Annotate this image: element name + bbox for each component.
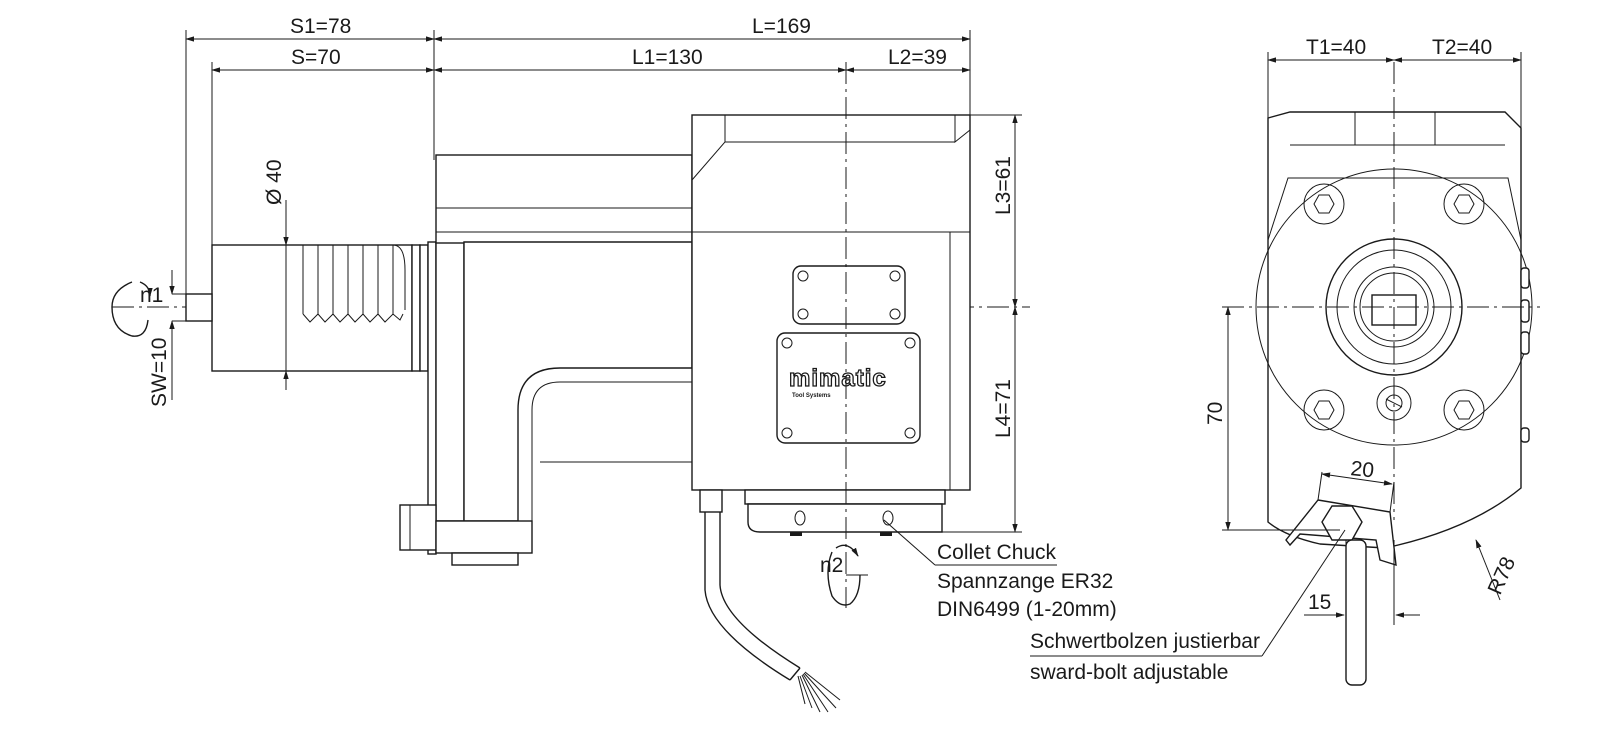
- dim-l1: L1=130: [632, 46, 703, 69]
- rotation-n2-icon: [827, 551, 861, 606]
- dim-l4: L4=71: [992, 379, 1015, 438]
- shank-body: [211, 244, 413, 372]
- collet-callout-line-2: Spannzange ER32: [937, 570, 1113, 593]
- brand-tagline: Tool Systems: [792, 393, 831, 399]
- hose-line-b: [719, 512, 801, 669]
- hose-fitting: [699, 489, 723, 513]
- dim-l: L=169: [752, 15, 811, 38]
- label-n2: n2: [820, 554, 843, 577]
- hose-line-a: [704, 512, 791, 681]
- collet-callout-line-3: DIN6499 (1-20mm): [937, 598, 1117, 621]
- brand-logo-text: mimatic: [789, 365, 887, 392]
- collet-leader: [883, 519, 936, 566]
- dim-15: 15: [1308, 591, 1331, 614]
- sword-bolt-shaft: [1345, 539, 1367, 686]
- dim-r78: R78: [1484, 553, 1521, 598]
- bolt-callout-line-1: Schwertbolzen justierbar: [1030, 630, 1260, 653]
- cover-plate-small: [792, 265, 906, 325]
- shank-collar-1: [411, 244, 421, 372]
- hose-wire-ends: [797, 671, 841, 713]
- front-view: T1=40 T2=40 70 20 15 R78 Schwertbolzen j…: [1030, 36, 1540, 686]
- housing-foot-lip: [451, 552, 519, 566]
- dim-t1: T1=40: [1306, 36, 1366, 59]
- upper-housing: [435, 154, 693, 244]
- bolt-leader: [1261, 529, 1346, 657]
- bolt-callout-line-2: sward-bolt adjustable: [1030, 661, 1228, 684]
- collet-nut: [747, 503, 943, 533]
- flange-plate: [435, 241, 465, 522]
- dim-l2: L2=39: [888, 46, 947, 69]
- dim-70: 70: [1204, 402, 1227, 425]
- locking-block: [399, 504, 437, 551]
- collet-callout-line-1: Collet Chuck: [937, 541, 1057, 564]
- dim-20: 20: [1349, 457, 1375, 482]
- dim-s1: S1=78: [290, 15, 351, 38]
- side-view: mimatic Tool Systems: [111, 15, 1117, 713]
- bent-housing: [463, 241, 693, 522]
- shank-collar-2: [419, 244, 429, 372]
- rotation-n1-icon: [111, 281, 149, 337]
- dim-line-20: [1321, 472, 1393, 486]
- label-n1: n1: [140, 284, 163, 307]
- dim-diameter: Ø 40: [263, 159, 286, 205]
- dim-t2: T2=40: [1432, 36, 1492, 59]
- shank-grooves: [302, 244, 406, 323]
- logo-plate: [776, 332, 921, 444]
- dim-line-r78: [1475, 539, 1501, 601]
- dim-l3: L3=61: [992, 156, 1015, 215]
- collet-ring: [744, 489, 946, 505]
- housing-foot: [435, 520, 533, 554]
- dim-s: S=70: [291, 46, 341, 69]
- dim-sw: SW=10: [148, 338, 171, 407]
- drive-square: [185, 293, 213, 322]
